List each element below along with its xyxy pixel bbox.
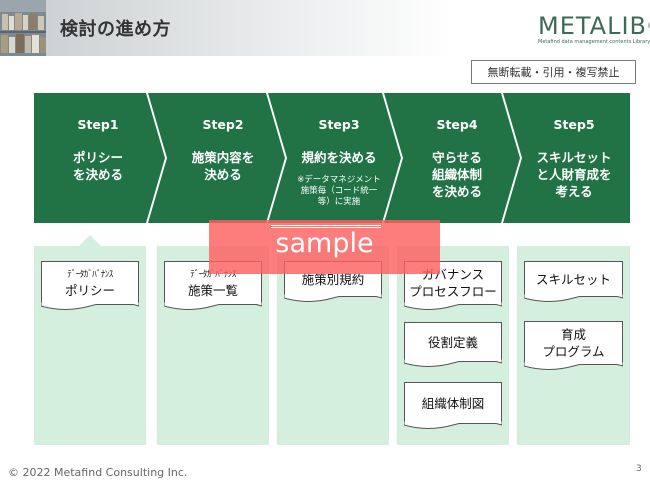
step5-label: Step5 — [553, 117, 595, 132]
doc-label: 役割定義 — [427, 334, 478, 350]
step3-block: Step3 規約を決める ※データマネジメント 施策毎（コード統一 等）に実施 — [282, 93, 396, 223]
step3-note: ※データマネジメント 施策毎（コード統一 等）に実施 — [297, 175, 381, 207]
doc-caption: ﾃﾞｰﾀｶﾞﾊﾞﾅﾝｽ — [67, 269, 113, 280]
column-notch — [79, 235, 101, 246]
step-chevrons: Step1 ポリシー を決める Step2 施策内容を 決める Step3 規約… — [34, 93, 630, 223]
metalib-logo: METALIB® Metafind data management conten… — [538, 14, 650, 45]
doc-wave-edge — [524, 362, 623, 370]
doc-label: 施策別規約 — [301, 271, 365, 287]
step2-title: 施策内容を 決める — [191, 150, 255, 182]
doc-wave-edge — [404, 359, 502, 367]
watermark-rule — [271, 225, 381, 228]
step4-block: Step4 守らせる 組織体制 を決める — [398, 93, 516, 223]
step5-chevron — [503, 93, 630, 223]
doc-wave-edge — [41, 302, 139, 310]
step4-chevron — [384, 93, 520, 223]
step2-block: Step2 施策内容を 決める — [164, 93, 282, 223]
step3-title: 規約を決める — [301, 150, 377, 165]
step1-title: ポリシー を決める — [72, 150, 123, 182]
doc-training-program[interactable]: 育成 プログラム — [524, 321, 623, 370]
doc-caption: ﾃﾞｰﾀｶﾞﾊﾞﾅﾝｽ — [190, 269, 236, 280]
step1-chevron — [34, 93, 165, 223]
step1-block: Step1 ポリシー を決める — [40, 93, 156, 223]
sample-watermark-text: sample — [275, 228, 374, 259]
doc-role-definition[interactable]: 役割定義 — [404, 322, 502, 367]
doc-wave-edge — [524, 294, 623, 302]
step5-block: Step5 スキルセット と人財育成を 考える — [518, 93, 630, 223]
doc-label: 組織体制図 — [421, 395, 485, 411]
logo-wordmark: METALIB — [538, 12, 647, 40]
doc-label: ガバナンス プロセスフロー — [409, 267, 497, 299]
column-step4: ガバナンス プロセスフロー 役割定義 組織体制図 — [397, 246, 509, 445]
copyright-footer: © 2022 Metafind Consulting Inc. — [8, 466, 188, 479]
doc-org-chart[interactable]: 組織体制図 — [404, 382, 502, 429]
copy-prohibited-notice: 無断転載・引用・複写禁止 — [471, 60, 636, 84]
doc-data-governance-policy[interactable]: ﾃﾞｰﾀｶﾞﾊﾞﾅﾝｽ ポリシー — [41, 261, 139, 310]
doc-wave-edge — [404, 302, 502, 310]
doc-wave-edge — [164, 302, 262, 310]
step4-label: Step4 — [436, 117, 478, 132]
doc-wave-edge — [284, 294, 382, 302]
doc-label: 育成 プログラム — [542, 327, 605, 359]
step2-chevron — [148, 93, 285, 223]
doc-wave-edge — [404, 421, 502, 429]
step3-label: Step3 — [318, 117, 360, 132]
doc-skill-set[interactable]: スキルセット — [524, 261, 623, 302]
step3-chevron — [268, 93, 401, 223]
doc-label: ポリシー — [64, 282, 115, 298]
doc-label: 施策一覧 — [187, 282, 238, 298]
header-bar: 検討の進め方 METALIB® Metafind data management… — [0, 0, 650, 56]
chevron-arrows — [34, 93, 630, 223]
registered-mark: ® — [647, 22, 650, 30]
page-title: 検討の進め方 — [60, 19, 171, 40]
bookshelf-thumbnail — [0, 0, 46, 56]
doc-label: スキルセット — [535, 271, 611, 287]
column-step5: スキルセット 育成 プログラム — [517, 246, 630, 445]
step4-title: 守らせる 組織体制 を決める — [431, 150, 482, 199]
column-step2: ﾃﾞｰﾀｶﾞﾊﾞﾅﾝｽ 施策一覧 — [157, 246, 269, 445]
step2-label: Step2 — [202, 117, 244, 132]
sample-watermark: sample — [209, 220, 440, 274]
page-number: 3 — [636, 464, 642, 474]
column-step3: 施策別規約 — [277, 246, 389, 445]
logo-subtitle: Metafind data management contents Librar… — [538, 39, 650, 45]
column-step1: ﾃﾞｰﾀｶﾞﾊﾞﾅﾝｽ ポリシー — [34, 235, 146, 445]
step5-title: スキルセット と人財育成を 考える — [536, 150, 612, 199]
step1-label: Step1 — [77, 117, 119, 132]
